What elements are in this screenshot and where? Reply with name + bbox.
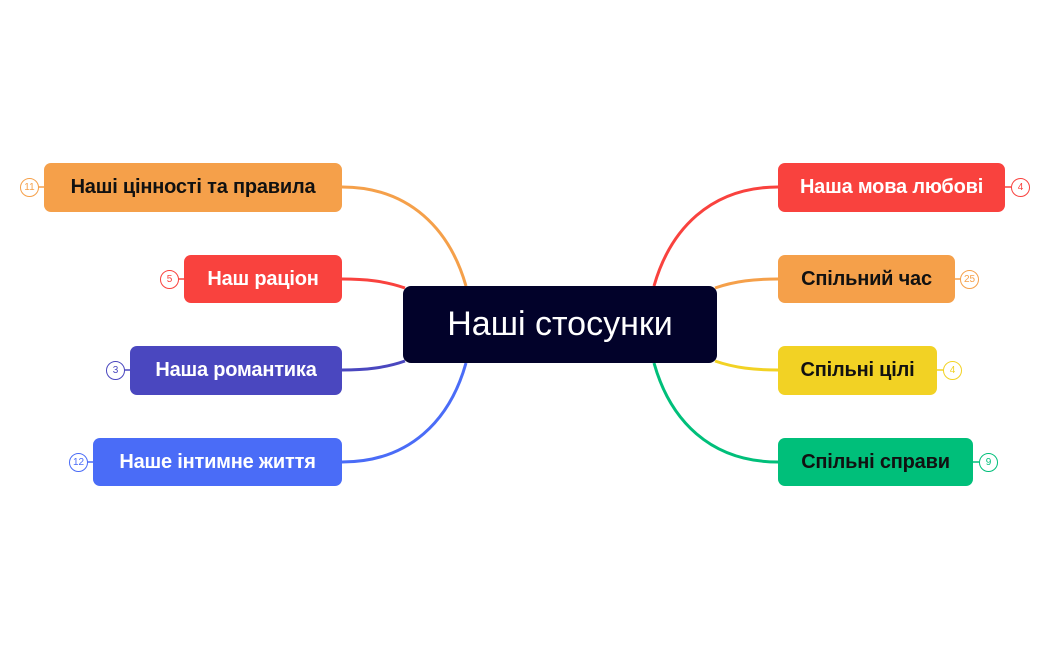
branch-shared-time[interactable]: Спільний час	[778, 255, 955, 303]
branch-romance[interactable]: Наша романтика	[130, 346, 342, 395]
branch-label: Спільний час	[801, 267, 932, 290]
central-topic-label: Наші стосунки	[447, 305, 673, 343]
branch-label: Наша мова любові	[799, 176, 984, 198]
branch-label: Спільні цілі	[800, 359, 915, 381]
branch-shared-activities[interactable]: Спільні справи	[778, 438, 973, 486]
connector-shared-activities	[652, 362, 779, 464]
branch-love-language[interactable]: Наша мова любові	[778, 163, 1005, 212]
branch-diet[interactable]: Наш раціон	[184, 255, 342, 303]
subtopic-count-badge[interactable]: 4	[1011, 178, 1030, 197]
branch-shared-goals[interactable]: Спільні цілі	[778, 346, 937, 395]
subtopic-count-badge[interactable]: 9	[979, 453, 998, 472]
central-topic[interactable]: Наші стосунки	[403, 286, 717, 363]
connector-love-language	[652, 185, 779, 287]
subtopic-count-badge[interactable]: 11	[20, 178, 39, 197]
connector-intimate-life	[341, 362, 468, 464]
connector-shared-goals	[714, 359, 779, 372]
subtopic-count-badge[interactable]: 12	[69, 453, 88, 472]
subtopic-count-badge[interactable]: 3	[106, 361, 125, 380]
connector-values-rules	[341, 185, 468, 287]
connector-diet	[341, 277, 406, 290]
branch-label: Наша романтика	[155, 359, 317, 381]
branch-values-rules[interactable]: Наші цінності та правила	[44, 163, 342, 212]
subtopic-count-badge[interactable]: 5	[160, 270, 179, 289]
subtopic-count-badge[interactable]: 4	[943, 361, 962, 380]
subtopic-count-badge[interactable]: 25	[960, 270, 979, 289]
branch-label: Спільні справи	[801, 450, 950, 473]
branch-label: Наші цінності та правила	[70, 176, 316, 198]
connector-romance	[341, 359, 406, 372]
branch-intimate-life[interactable]: Наше інтимне життя	[93, 438, 342, 486]
branch-label: Наш раціон	[207, 267, 319, 290]
branch-label: Наше інтимне життя	[119, 450, 316, 473]
connector-shared-time	[714, 277, 779, 290]
